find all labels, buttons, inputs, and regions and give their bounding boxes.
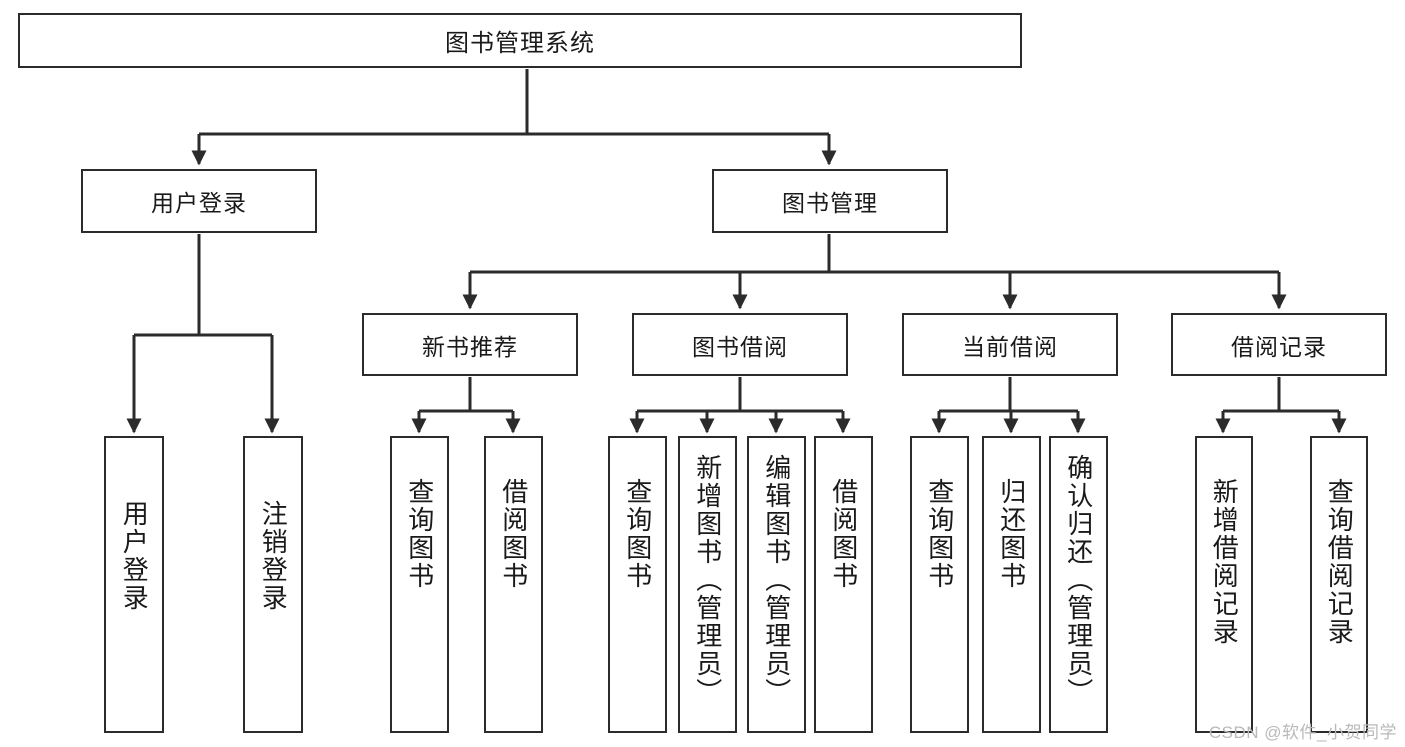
leaf-query-borrow-record-label: 查询借阅记录 — [1324, 478, 1355, 646]
leaf-borrow-book-label: 借阅图书 — [828, 478, 859, 590]
leaf-borrow-book-recommend-label: 借阅图书 — [498, 478, 529, 590]
leaf-edit-book-admin-label: 编辑图书（管理员） — [761, 454, 792, 706]
leaf-add-book-admin-label: 新增图书（管理员） — [692, 454, 723, 706]
watermark: CSDN @软件_小贺同学 — [1208, 723, 1397, 742]
node-user-login-label: 用户登录 — [151, 190, 247, 216]
leaf-confirm-return-admin[interactable]: 确认归还（管理员） — [1049, 436, 1108, 733]
leaf-add-borrow-record[interactable]: 新增借阅记录 — [1195, 436, 1253, 733]
node-root-label: 图书管理系统 — [445, 30, 595, 57]
node-borrow-record-label: 借阅记录 — [1231, 333, 1327, 360]
node-book-borrow[interactable]: 图书借阅 — [632, 313, 848, 376]
leaf-user-logout[interactable]: 注销登录 — [243, 436, 303, 733]
leaf-borrow-book-recommend[interactable]: 借阅图书 — [484, 436, 543, 733]
node-book-management-label: 图书管理 — [782, 190, 878, 216]
node-borrow-record[interactable]: 借阅记录 — [1171, 313, 1387, 376]
leaf-borrow-book[interactable]: 借阅图书 — [814, 436, 873, 733]
node-new-book-recommend-label: 新书推荐 — [422, 333, 518, 360]
leaf-user-logout-label: 注销登录 — [258, 500, 289, 612]
leaf-query-book-recommend[interactable]: 查询图书 — [390, 436, 449, 733]
leaf-return-book[interactable]: 归还图书 — [982, 436, 1041, 733]
node-root[interactable]: 图书管理系统 — [18, 13, 1022, 68]
leaf-add-book-admin[interactable]: 新增图书（管理员） — [678, 436, 737, 733]
leaf-query-book-current-label: 查询图书 — [924, 478, 955, 590]
node-current-borrow-label: 当前借阅 — [962, 333, 1058, 360]
leaf-edit-book-admin[interactable]: 编辑图书（管理员） — [747, 436, 806, 733]
leaf-query-book-current[interactable]: 查询图书 — [910, 436, 969, 733]
leaf-confirm-return-admin-label: 确认归还（管理员） — [1063, 454, 1094, 706]
node-book-borrow-label: 图书借阅 — [692, 333, 788, 360]
node-current-borrow[interactable]: 当前借阅 — [902, 313, 1118, 376]
leaf-query-borrow-record[interactable]: 查询借阅记录 — [1310, 436, 1368, 733]
leaf-user-login[interactable]: 用户登录 — [104, 436, 164, 733]
leaf-return-book-label: 归还图书 — [996, 478, 1027, 590]
leaf-query-book-recommend-label: 查询图书 — [404, 478, 435, 590]
leaf-query-book-borrow-label: 查询图书 — [622, 478, 653, 590]
leaf-user-login-label: 用户登录 — [119, 500, 150, 612]
node-new-book-recommend[interactable]: 新书推荐 — [362, 313, 578, 376]
leaf-add-borrow-record-label: 新增借阅记录 — [1209, 478, 1240, 646]
leaf-query-book-borrow[interactable]: 查询图书 — [608, 436, 667, 733]
node-user-login[interactable]: 用户登录 — [81, 169, 317, 233]
node-book-management[interactable]: 图书管理 — [712, 169, 948, 233]
